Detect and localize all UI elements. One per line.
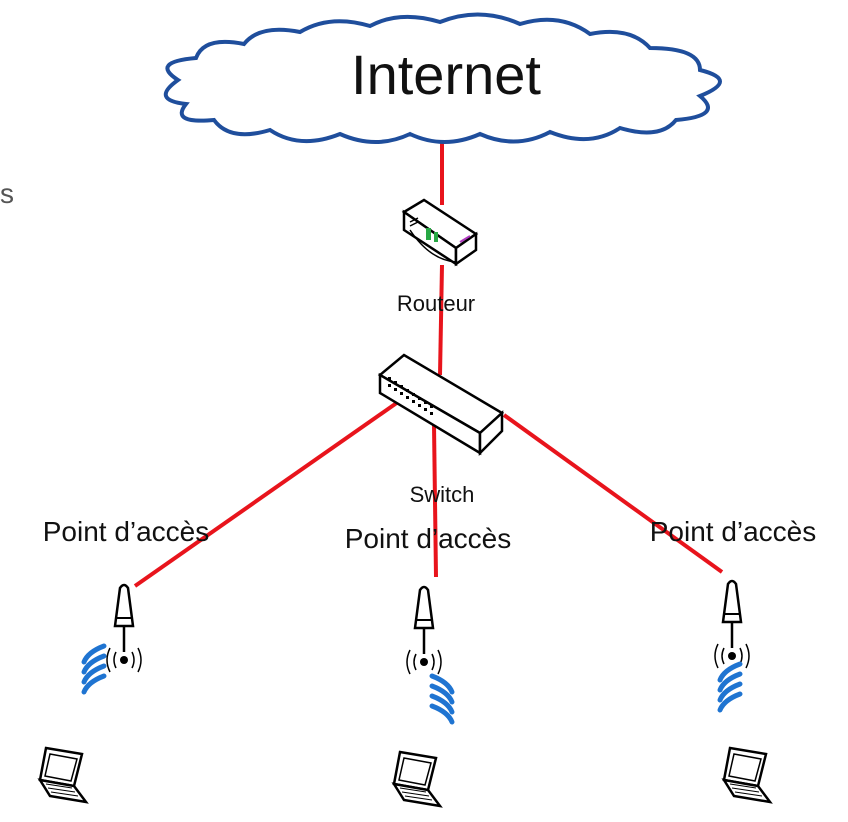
access-point-label-right: Point d’accès [650, 516, 817, 547]
access-point-label-left: Point d’accès [43, 516, 210, 547]
link-switch-ap-center [432, 424, 438, 578]
partial-text: s [0, 178, 14, 209]
switch-label: Switch [410, 482, 475, 507]
access-point-label-center: Point d’accès [345, 523, 512, 554]
cloud-icon [164, 12, 722, 144]
laptop-icon [392, 750, 442, 808]
router-icon [401, 198, 479, 267]
internet-label: Internet [351, 43, 541, 106]
network-links [133, 126, 724, 588]
link-switch-ap-left [133, 400, 400, 588]
link-switch-ap-right [502, 413, 724, 574]
wifi-waves-icon [720, 664, 740, 710]
link-router-switch [438, 264, 444, 376]
antenna-icon [713, 579, 751, 670]
router-label: Routeur [397, 291, 475, 316]
laptop-icon [722, 746, 772, 804]
antenna-icon [405, 585, 443, 676]
switch-icon [377, 353, 505, 457]
wifi-waves-icon [432, 676, 452, 722]
antenna-icon [105, 583, 143, 674]
laptop-icon [38, 746, 88, 804]
wifi-waves-icon [84, 646, 104, 692]
